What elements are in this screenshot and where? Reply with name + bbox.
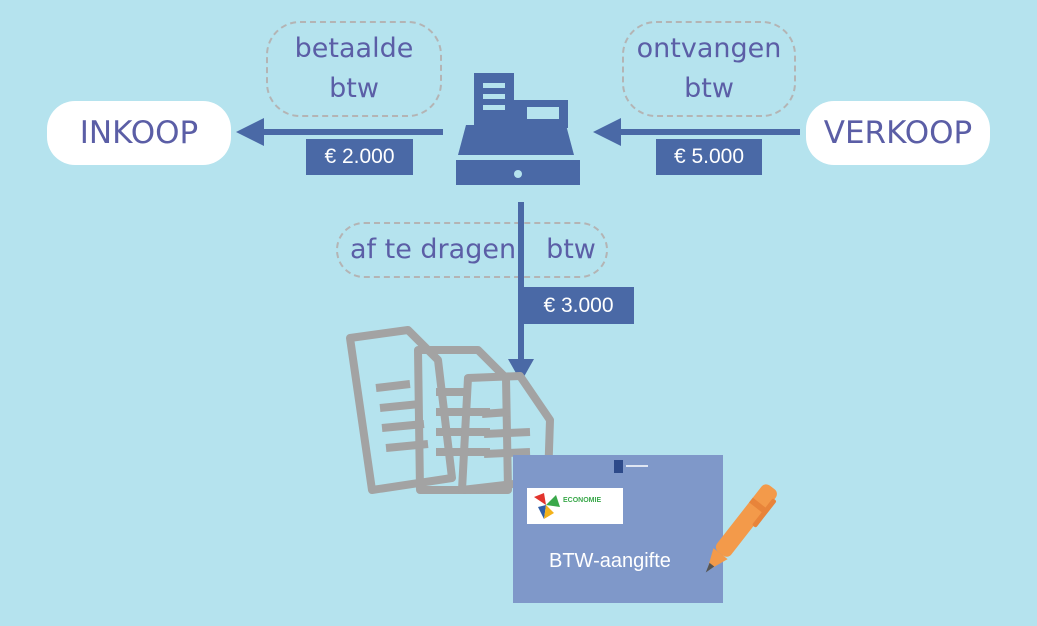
due-part1: af te dragen — [350, 234, 517, 265]
verkoop-node: VERKOOP — [806, 101, 990, 165]
arrow-left-icon — [593, 118, 800, 146]
paid-amount-text: € 2.000 — [324, 145, 395, 168]
received-vat-label: ontvangen btw — [622, 21, 796, 117]
due-part2: btw — [546, 234, 596, 265]
leaf-logo-icon — [534, 493, 560, 519]
arrow-left-icon — [236, 118, 443, 146]
received-line2: btw — [684, 73, 734, 104]
emblem-icon — [614, 460, 623, 473]
cash-register-icon — [456, 73, 580, 185]
paid-line1: betaalde — [294, 33, 414, 64]
due-vat-label: af te dragen btw — [336, 222, 608, 278]
logo-text: ECONOMIE — [563, 497, 602, 504]
inkoop-node: INKOOP — [47, 101, 231, 165]
due-amount-text: € 3.000 — [543, 293, 614, 317]
pen-icon — [705, 484, 777, 573]
received-amount: € 5.000 — [656, 139, 762, 175]
received-line1: ontvangen — [636, 33, 782, 64]
logo-box: ECONOMIE — [527, 488, 623, 524]
vat-return-form: ECONOMIE BTW-aangifte — [513, 455, 723, 603]
due-amount: € 3.000 — [523, 287, 634, 324]
received-amount-text: € 5.000 — [673, 145, 745, 168]
paid-line2: btw — [329, 73, 379, 104]
paid-vat-label: betaalde btw — [266, 21, 442, 117]
inkoop-label: INKOOP — [79, 115, 199, 151]
form-title: BTW-aangifte — [549, 550, 671, 572]
documents-icon — [346, 326, 554, 494]
verkoop-label: VERKOOP — [823, 115, 973, 151]
emblem-line — [626, 465, 648, 467]
paid-amount: € 2.000 — [306, 139, 413, 175]
arrow-down-icon — [508, 202, 534, 382]
